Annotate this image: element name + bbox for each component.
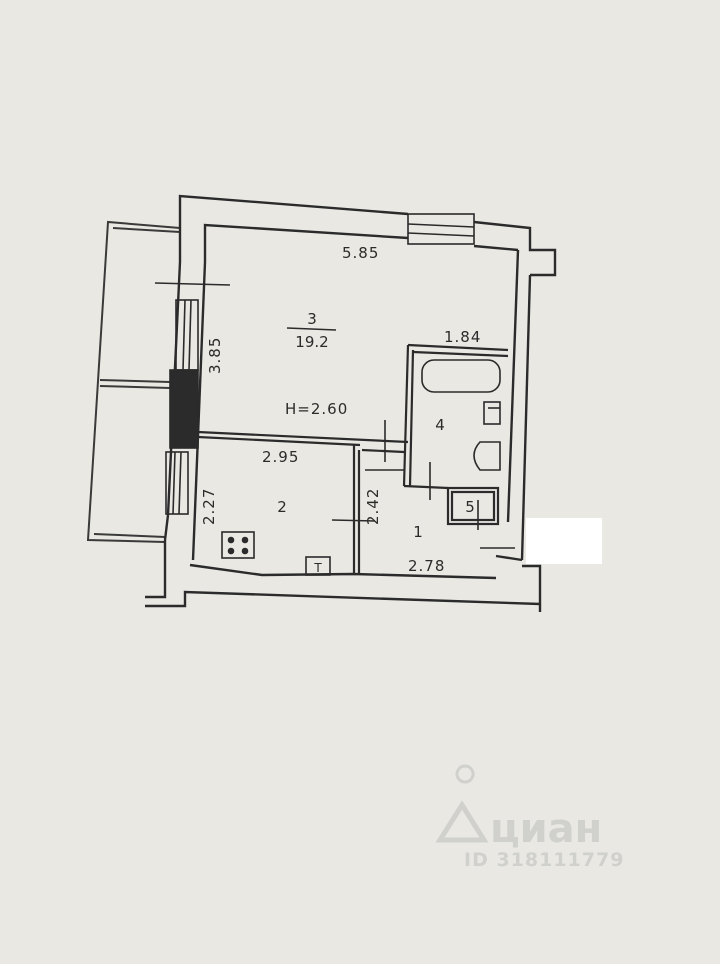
hall-depth-dim: 2.42 xyxy=(364,488,382,525)
bath-width-dim: 1.84 xyxy=(444,328,481,346)
living-room-number: 3 xyxy=(307,310,317,328)
watermark: циан ID 318111779 xyxy=(435,764,624,871)
area-fraction-bar xyxy=(286,327,337,331)
living-width-dim: 5.85 xyxy=(342,244,379,262)
hall-width-dim: 2.78 xyxy=(408,557,445,575)
redaction-box xyxy=(526,518,602,564)
kitchen-number: 2 xyxy=(277,498,287,516)
kitchen-depth-dim: 2.27 xyxy=(200,488,218,525)
fixtures xyxy=(154,282,515,576)
riser-letter: T xyxy=(313,561,322,575)
bathtub xyxy=(421,359,501,393)
watermark-id: ID 318111779 xyxy=(464,849,624,871)
kitchen-width-dim: 2.95 xyxy=(262,448,299,466)
sink xyxy=(483,401,501,425)
hall-number: 1 xyxy=(413,523,423,541)
map-pin-icon xyxy=(435,764,489,843)
living-depth-dim: 3.85 xyxy=(206,337,224,374)
living-room-area: 19.2 xyxy=(295,333,328,351)
stove-icon xyxy=(221,531,255,559)
watermark-brand: циан xyxy=(490,806,602,852)
riser-box xyxy=(305,556,331,576)
balcony xyxy=(86,220,181,543)
wc-number: 5 xyxy=(465,498,475,516)
bathroom-number: 4 xyxy=(435,416,445,434)
interior-walls xyxy=(197,343,509,574)
toilet xyxy=(473,441,501,471)
ceiling-height: H=2.60 xyxy=(285,400,348,418)
openings xyxy=(165,213,475,515)
